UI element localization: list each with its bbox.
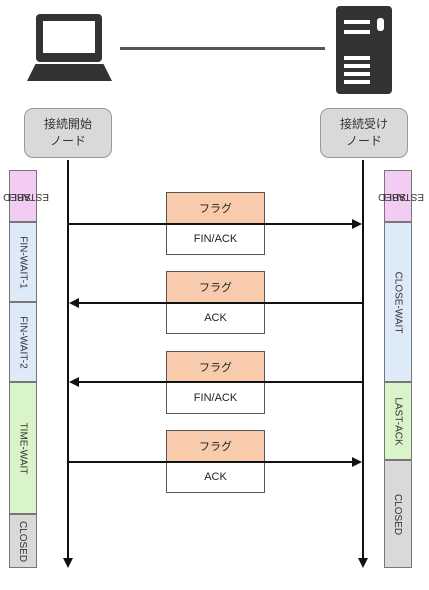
laptop-icon: [36, 14, 102, 62]
left-state-closed-label: CLOSED: [17, 520, 29, 562]
receiver-timeline-arrowhead: [358, 558, 368, 568]
arrow-right-head: [352, 219, 362, 229]
receiver-timeline: [362, 160, 364, 558]
receiver-node-line2: ノード: [345, 134, 382, 148]
arrow-fin-ack-1-line: [68, 223, 352, 225]
right-state-close-wait: CLOSE-WAIT: [384, 222, 412, 382]
server-icon: [336, 6, 392, 94]
right-state-established-line2: SHED: [378, 191, 406, 202]
message-fin-ack-2: フラグ FIN/ACK: [166, 351, 265, 414]
right-state-last-ack: LAST-ACK: [384, 382, 412, 460]
left-state-fin-wait-2-label: FIN-WAIT-2: [17, 315, 29, 369]
initiator-timeline: [67, 160, 69, 558]
message-flag-value: ACK: [166, 462, 265, 493]
network-link-line: [120, 47, 325, 50]
initiator-node-label: 接続開始 ノード: [24, 108, 112, 158]
message-ack-1: フラグ ACK: [166, 271, 265, 334]
initiator-node-line2: ノード: [49, 134, 86, 148]
right-state-closed: CLOSED: [384, 460, 412, 568]
laptop-base: [27, 64, 112, 81]
initiator-node-line1: 接続開始: [43, 117, 92, 131]
right-state-close-wait-label: CLOSE-WAIT: [392, 271, 404, 333]
arrow-ack-2-line: [68, 461, 352, 463]
message-flag-header: フラグ: [166, 271, 265, 303]
arrow-right-head: [352, 457, 362, 467]
left-state-established: ESTABLI SHED: [3, 170, 49, 222]
left-state-closed: CLOSED: [9, 514, 37, 568]
message-fin-ack-1: フラグ FIN/ACK: [166, 192, 265, 255]
arrow-left-head: [69, 377, 79, 387]
left-state-fin-wait-1: FIN-WAIT-1: [9, 222, 37, 302]
left-state-fin-wait-1-label: FIN-WAIT-1: [17, 235, 29, 289]
message-flag-header: フラグ: [166, 192, 265, 224]
message-flag-value: FIN/ACK: [166, 224, 265, 255]
left-state-time-wait: TIME-WAIT: [9, 382, 37, 514]
left-state-established-label: ESTABLI SHED: [3, 176, 49, 216]
receiver-node-line1: 接続受け: [339, 117, 388, 131]
message-flag-header: フラグ: [166, 430, 265, 462]
message-flag-header: フラグ: [166, 351, 265, 383]
initiator-timeline-arrowhead: [63, 558, 73, 568]
right-state-last-ack-label: LAST-ACK: [392, 396, 404, 446]
arrow-fin-ack-2-line: [79, 381, 363, 383]
right-state-closed-label: CLOSED: [392, 493, 404, 535]
left-state-fin-wait-2: FIN-WAIT-2: [9, 302, 37, 382]
receiver-node-label: 接続受け ノード: [320, 108, 408, 158]
arrow-ack-1-line: [79, 302, 363, 304]
left-state-established-line2: SHED: [3, 191, 31, 202]
right-state-established-label: ESTABLI SHED: [378, 176, 424, 216]
message-flag-value: ACK: [166, 303, 265, 334]
right-state-established: ESTABLI SHED: [378, 170, 424, 222]
left-state-time-wait-label: TIME-WAIT: [17, 422, 29, 474]
arrow-left-head: [69, 298, 79, 308]
message-flag-value: FIN/ACK: [166, 383, 265, 414]
